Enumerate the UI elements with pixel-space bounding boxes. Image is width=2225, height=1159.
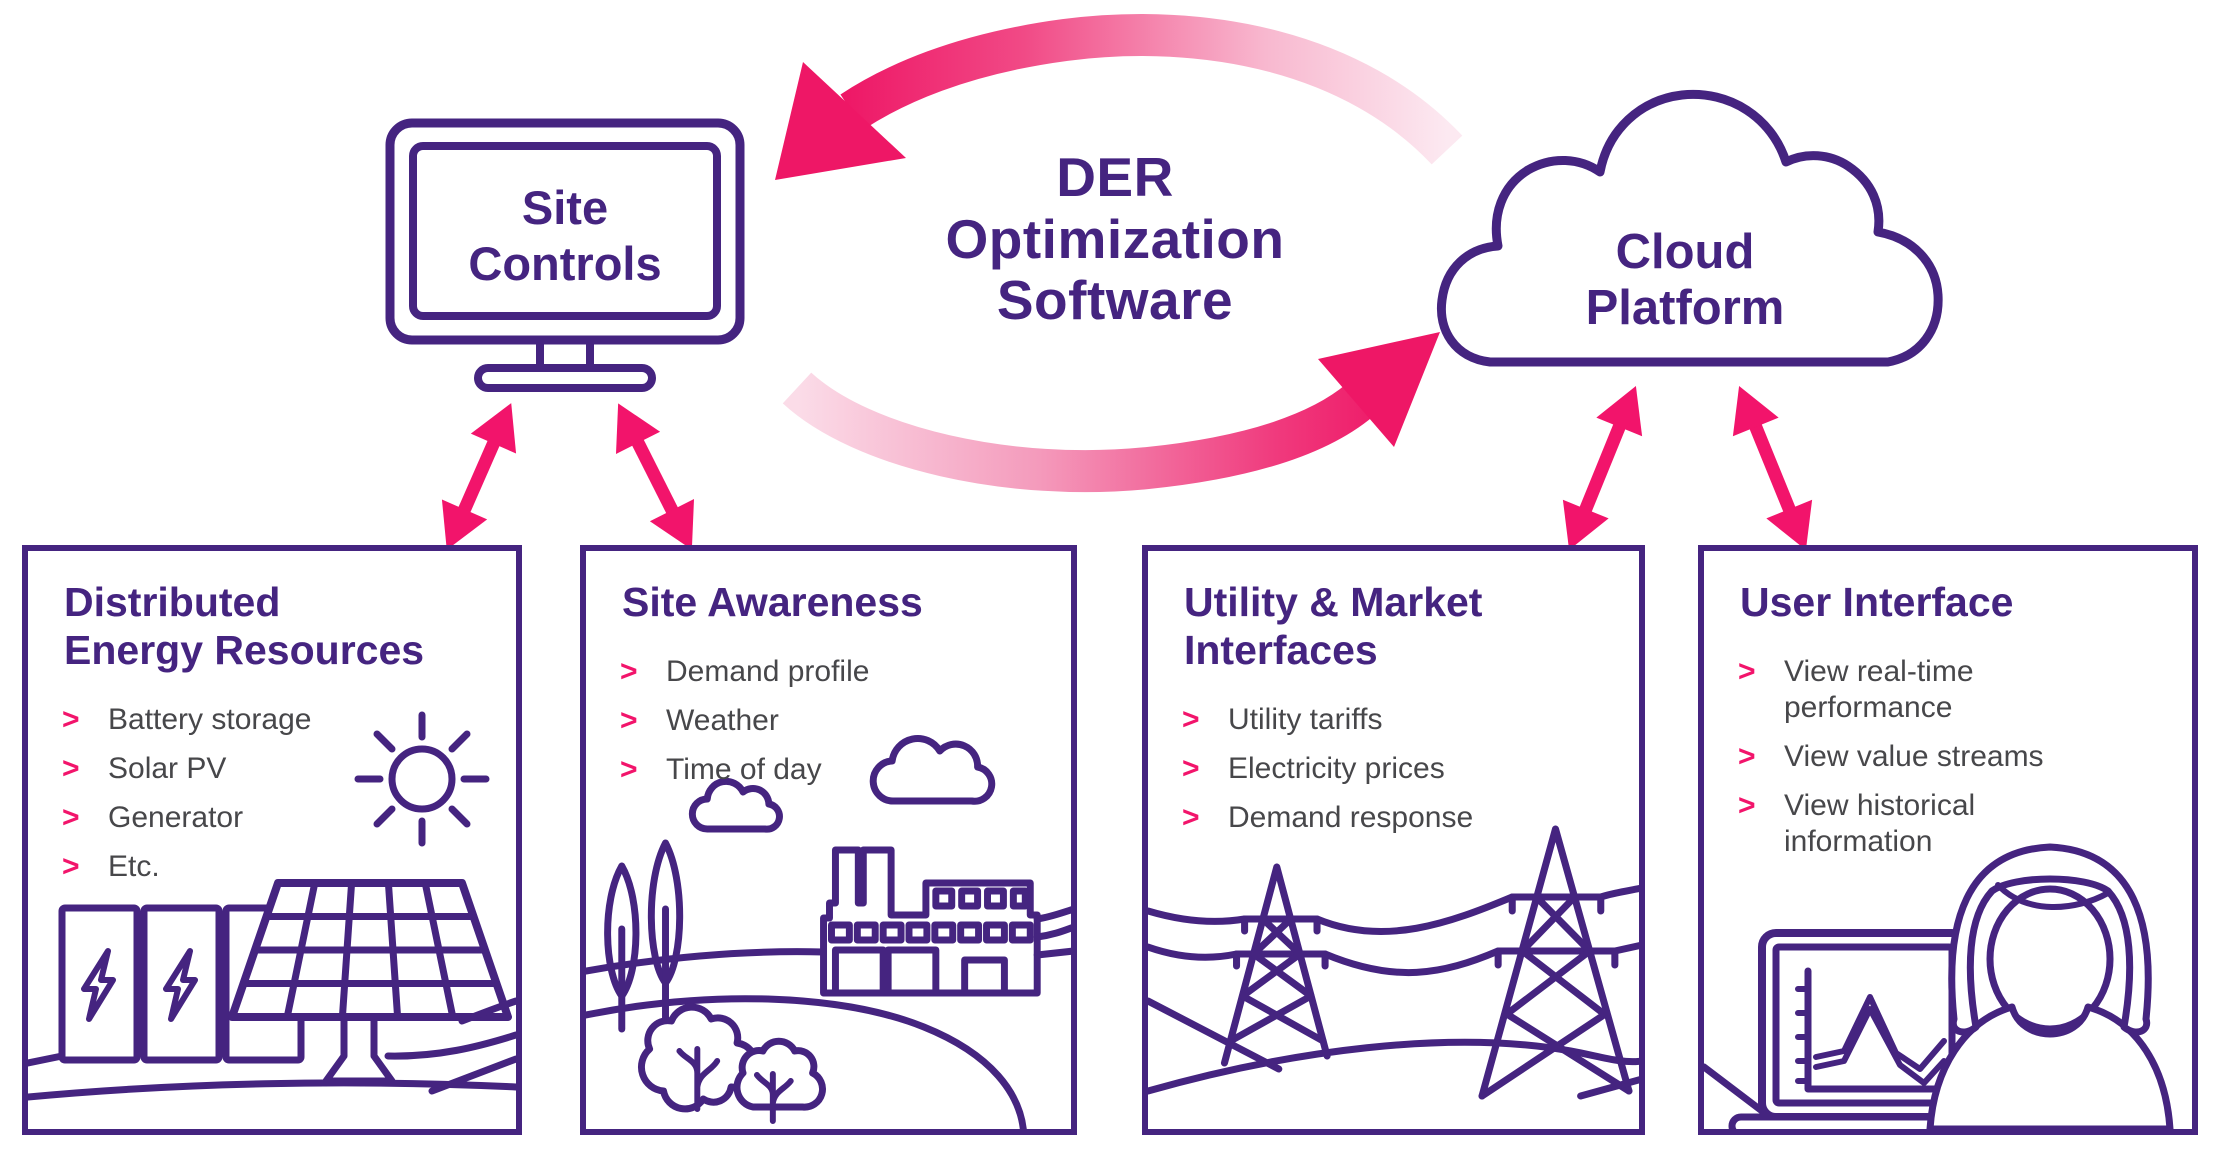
chevron-bullet-icon: >	[62, 800, 80, 834]
panel-site-awareness: Site Awareness > Demand profile > Weather …	[580, 545, 1077, 1135]
panel-title: Site Awareness	[622, 579, 923, 625]
power-line	[1597, 885, 1639, 955]
list-item: > Weather	[586, 703, 1071, 739]
center-title: DER Optimization Software	[945, 146, 1285, 332]
panel-user-interface: User Interface > View real-time performan…	[1698, 545, 2198, 1135]
list-item: > Battery storage	[28, 702, 516, 738]
site-controls-label: Site Controls	[468, 181, 662, 291]
panel-bullets: > Utility tariffs > Electricity prices > De…	[1148, 702, 1639, 836]
hill-line	[586, 948, 828, 975]
laptop-icon	[1728, 929, 1970, 1129]
chevron-bullet-icon: >	[1182, 751, 1200, 785]
list-item-label: Electricity prices	[1228, 751, 1445, 785]
list-item-label: Utility tariffs	[1228, 702, 1383, 736]
list-item-label: Demand response	[1228, 800, 1474, 834]
site-landscape-illustration	[586, 735, 1071, 1129]
panel-utility-market-interfaces: Utility & Market Interfaces > Utility tar…	[1142, 545, 1645, 1135]
chevron-bullet-icon: >	[1182, 800, 1200, 834]
cycle-arrow-bottom	[782, 332, 1440, 493]
transmission-tower-icon	[1220, 863, 1331, 1067]
list-item: > Etc.	[28, 849, 516, 885]
monitor-icon	[385, 118, 745, 392]
panel-bullets: > View real-time performance > View value …	[1704, 654, 2192, 860]
panel-title: Distributed Energy Resources	[64, 579, 425, 673]
chevron-bullet-icon: >	[620, 654, 638, 688]
large-cloud-icon	[869, 735, 996, 805]
transmission-tower-icon	[1478, 825, 1633, 1100]
list-item-label: View historical information	[1784, 788, 1976, 858]
double-arrow-site-der-icon	[441, 403, 517, 550]
list-item: > View historical information	[1704, 788, 2192, 860]
small-cloud-icon	[688, 777, 783, 833]
list-item: > View value streams	[1704, 739, 2192, 775]
list-item-label: View real-time performance	[1784, 654, 1974, 724]
panel-title: User Interface	[1740, 579, 2014, 625]
list-item: > Utility tariffs	[1148, 702, 1639, 738]
der-illustration	[28, 711, 516, 1101]
user-laptop-illustration	[1704, 843, 2174, 1129]
chevron-bullet-icon: >	[1738, 739, 1756, 773]
double-arrow-cloud-utility-icon	[1562, 385, 1643, 551]
panel-bullets: > Demand profile > Weather > Time of day	[586, 654, 1071, 788]
panel-distributed-energy-resources: Distributed Energy Resources > Battery st…	[22, 545, 522, 1135]
list-item: > Time of day	[586, 752, 1071, 788]
list-item: > Demand response	[1148, 800, 1639, 836]
list-item-label: View value streams	[1784, 739, 2044, 773]
cycle-arrowhead-left-icon	[775, 62, 906, 180]
person-icon	[1926, 843, 2174, 1129]
hill-line	[586, 995, 1027, 1129]
chevron-bullet-icon: >	[1738, 788, 1756, 822]
bush-icon	[637, 1003, 826, 1124]
chevron-bullet-icon: >	[1738, 654, 1756, 688]
list-item-label: Etc.	[108, 849, 160, 883]
list-item-label: Battery storage	[108, 702, 312, 736]
cloud-platform-label: Cloud Platform	[1585, 225, 1785, 336]
chevron-bullet-icon: >	[1182, 702, 1200, 736]
list-item-label: Demand profile	[666, 654, 870, 688]
cloud-icon	[1436, 89, 1943, 367]
cycle-arrow-top	[775, 14, 1463, 180]
list-item: > Solar PV	[28, 751, 516, 787]
double-arrow-cloud-ui-icon	[1732, 385, 1813, 551]
factory-icon	[820, 846, 1071, 997]
list-item: > Generator	[28, 800, 516, 836]
power-line	[1313, 893, 1516, 977]
list-item-label: Generator	[108, 800, 244, 834]
hill-line	[1148, 997, 1639, 1100]
list-item-label: Time of day	[666, 752, 822, 786]
double-arrow-site-awareness-icon	[615, 403, 695, 550]
transmission-towers-illustration	[1148, 825, 1639, 1100]
list-item-label: Weather	[666, 703, 779, 737]
chevron-bullet-icon: >	[62, 849, 80, 883]
list-item: > View real-time performance	[1704, 654, 2192, 726]
list-item: > Electricity prices	[1148, 751, 1639, 787]
panel-title: Utility & Market Interfaces	[1184, 579, 1483, 673]
chevron-bullet-icon: >	[620, 703, 638, 737]
chevron-bullet-icon: >	[62, 751, 80, 785]
list-item: > Demand profile	[586, 654, 1071, 690]
desk-line	[1704, 1063, 1766, 1115]
solar-panel-icon	[228, 879, 516, 1095]
chevron-bullet-icon: >	[62, 702, 80, 736]
link-arrows	[441, 385, 1813, 551]
sun-icon	[354, 711, 490, 847]
cycle-arrowhead-right-icon	[1318, 332, 1440, 447]
panel-bullets: > Battery storage > Solar PV > Generator > E…	[28, 702, 516, 885]
chevron-bullet-icon: >	[620, 752, 638, 786]
list-item-label: Solar PV	[108, 751, 227, 785]
ground-line	[28, 1079, 516, 1101]
power-line	[1148, 907, 1249, 961]
